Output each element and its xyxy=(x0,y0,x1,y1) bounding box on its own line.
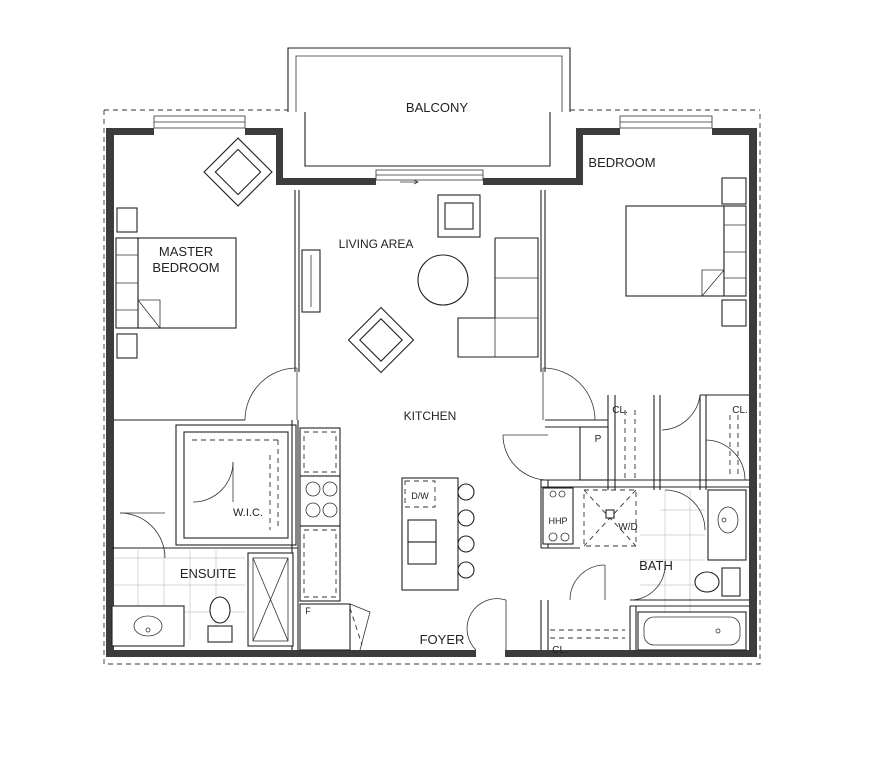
doors xyxy=(119,367,746,651)
wic-shelving xyxy=(192,439,279,530)
bedroom-bed xyxy=(625,205,725,297)
label-washer-dryer: W/D xyxy=(618,522,637,533)
living-sofa xyxy=(457,237,539,358)
kitchen-counter xyxy=(299,427,341,602)
window-master xyxy=(153,115,246,129)
label-master-bedroom-line2: BEDROOM xyxy=(152,260,219,275)
label-wic: W.I.C. xyxy=(233,507,263,519)
closet-left xyxy=(624,410,636,478)
living-armchair-bottom xyxy=(347,306,415,374)
living-armchair-top xyxy=(437,194,481,238)
label-kitchen: KITCHEN xyxy=(404,409,457,423)
label-ensuite: ENSUITE xyxy=(180,566,237,581)
label-pantry: P xyxy=(595,434,602,445)
closet-right xyxy=(729,415,739,478)
bedroom-headboard xyxy=(723,205,747,297)
pantry xyxy=(579,426,609,481)
master-nightstand-top xyxy=(116,207,138,233)
bath-vanity xyxy=(707,489,747,561)
label-bedroom: BEDROOM xyxy=(588,155,655,170)
label-closet-left: CL. xyxy=(612,405,628,416)
bedroom-nightstand-bottom xyxy=(721,299,747,327)
ensuite-vanity xyxy=(111,605,185,647)
master-bed xyxy=(137,237,237,329)
exterior-walls xyxy=(106,128,757,657)
label-living-area: LIVING AREA xyxy=(339,237,414,251)
washer-dryer xyxy=(583,489,637,547)
label-dishwasher: D/W xyxy=(411,491,429,501)
master-armchair xyxy=(203,137,273,207)
label-balcony: BALCONY xyxy=(406,100,468,115)
fridge xyxy=(299,603,371,651)
master-headboard xyxy=(115,237,139,329)
ensuite-toilet xyxy=(207,596,233,643)
coffee-table xyxy=(417,254,469,306)
label-foyer: FOYER xyxy=(420,632,465,647)
tv-console xyxy=(301,249,321,313)
ensuite-shower xyxy=(247,552,294,647)
outer-dimension-line xyxy=(103,109,761,665)
sliding-door-balcony xyxy=(375,169,484,185)
master-nightstand-bottom xyxy=(116,333,138,359)
label-fridge: F xyxy=(305,606,311,616)
bedroom-nightstand-top xyxy=(721,177,747,205)
label-bath: BATH xyxy=(639,558,673,573)
hhp-unit xyxy=(542,487,574,545)
window-bedroom xyxy=(619,115,713,129)
label-closet-right: CL. xyxy=(732,405,748,416)
bath-toilet xyxy=(694,567,741,597)
label-master-bedroom-line1: MASTER xyxy=(159,244,213,259)
closet-foyer xyxy=(550,629,625,639)
bathtub xyxy=(637,611,747,651)
bath-tile-floor xyxy=(640,490,705,612)
label-closet-foyer: CL. xyxy=(552,645,568,656)
balcony-outline xyxy=(287,47,571,167)
kitchen-island xyxy=(401,477,475,591)
label-hhp: HHP xyxy=(548,516,567,526)
